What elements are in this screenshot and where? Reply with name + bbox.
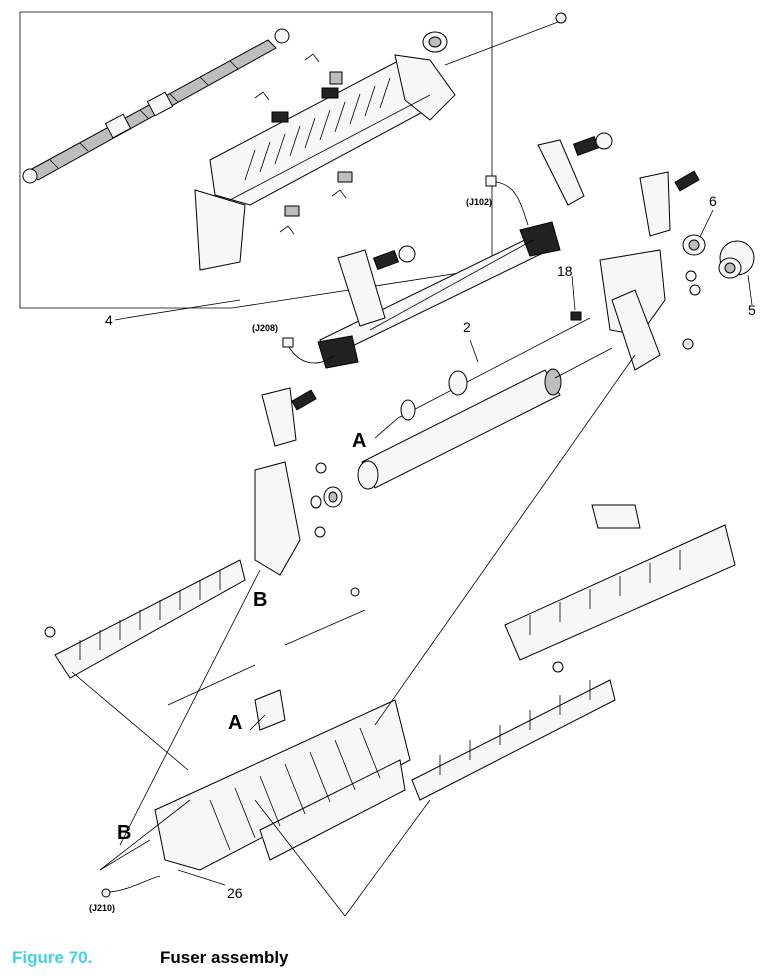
upper-guide (44, 559, 246, 679)
callout-2: 2 (463, 319, 471, 335)
small-parts-18 (570, 270, 701, 321)
callout-5: 5 (748, 302, 756, 318)
right-side-plate (599, 170, 700, 371)
connector-j210-label: (J210) (89, 903, 115, 913)
guide-rods (167, 587, 366, 706)
leader-lines (71, 209, 753, 917)
ref-letter-a-roller: A (352, 430, 366, 452)
right-bracket-upper (537, 132, 613, 206)
connector-j102-group: (J102) (466, 175, 529, 226)
figure-number: Figure 70. (12, 948, 93, 967)
left-gear-bushing (310, 462, 343, 538)
inset-subassembly-4 (19, 11, 493, 309)
inset-springs (254, 53, 353, 235)
inset-guide-frame (194, 54, 456, 271)
callout-6: 6 (709, 193, 717, 209)
connector-j208-label: (J208) (252, 323, 278, 333)
gear-6 (682, 234, 706, 256)
callout-4: 4 (105, 312, 113, 328)
screw-top (444, 12, 567, 66)
ref-letter-b-upper: B (253, 589, 267, 611)
connector-j210-group: (J210) (89, 875, 161, 913)
ref-letter-b-lower: B (117, 822, 131, 844)
gear-5 (718, 240, 755, 279)
left-side-plate (254, 387, 317, 576)
callout-18: 18 (557, 263, 573, 279)
figure-title: Fuser assembly (160, 948, 289, 967)
connector-j208-group: (J208) (252, 323, 336, 364)
exit-guide-lower (411, 661, 616, 801)
connector-j102-label: (J102) (466, 197, 492, 207)
lower-base-frame (154, 689, 411, 871)
ref-letter-a-lower: A (228, 712, 242, 734)
exit-guide-upper (504, 504, 736, 661)
inset-gear-shaft (22, 28, 290, 184)
inset-gear (422, 31, 448, 53)
left-bracket-upper (337, 239, 534, 331)
callout-26: 26 (227, 885, 243, 901)
fuser-roller-2 (357, 317, 613, 490)
